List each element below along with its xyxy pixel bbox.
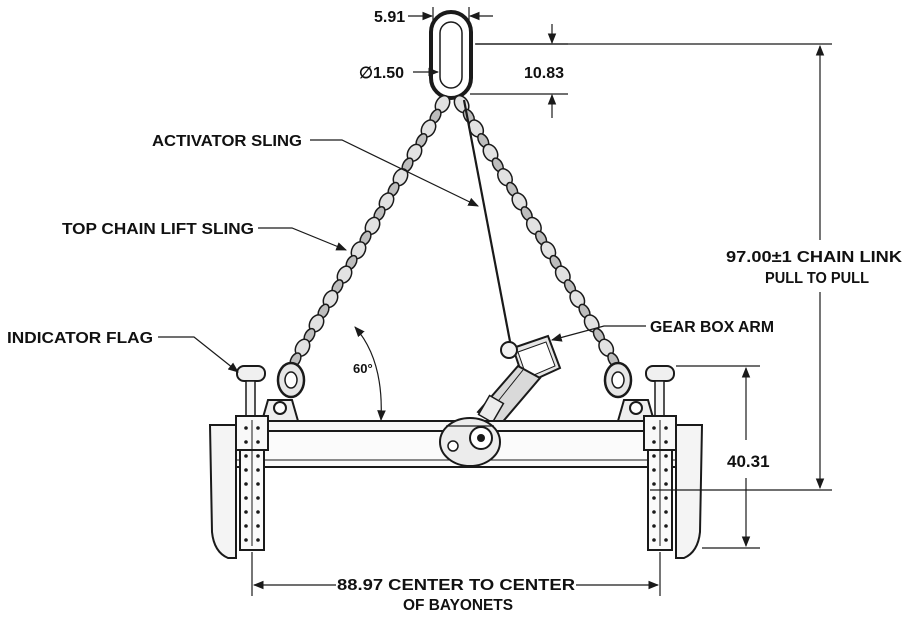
- bayonet-hole: [652, 454, 656, 458]
- top-chain-lift-sling-right: [453, 94, 620, 368]
- label-angle: 60°: [353, 361, 373, 376]
- bayonet-hole: [244, 426, 248, 430]
- bayonet-hole: [652, 440, 656, 444]
- top-chain-lift-sling-left: [289, 94, 451, 368]
- label-link-diameter: ∅1.50: [359, 65, 404, 82]
- lift-lug-left: [260, 399, 300, 422]
- bayonet-hole: [664, 440, 668, 444]
- bayonet-hole: [652, 426, 656, 430]
- bayonet-hole: [664, 524, 668, 528]
- bayonet-hole: [244, 538, 248, 542]
- bayonet-assembly-left: [208, 415, 269, 559]
- bayonet-hole: [256, 538, 260, 542]
- bayonet-assembly-right: [643, 415, 704, 559]
- bayonet-hole: [244, 454, 248, 458]
- label-link-width: 5.91: [374, 9, 405, 26]
- bayonet-hole: [664, 426, 668, 430]
- bayonet-hole: [256, 510, 260, 514]
- gear-box-arm: [476, 334, 562, 427]
- activator-sling-rope: [462, 99, 514, 353]
- bayonet-hole: [256, 426, 260, 430]
- bayonet-holes: [244, 426, 668, 542]
- bayonet-hole: [664, 454, 668, 458]
- label-sling-length-line2: PULL TO PULL: [765, 270, 869, 287]
- bayonet-hole: [652, 538, 656, 542]
- bayonet-hole: [256, 524, 260, 528]
- label-activator-sling: ACTIVATOR SLING: [152, 133, 302, 150]
- bayonet-hole: [652, 496, 656, 500]
- dim-bayonet-spacing: [251, 552, 661, 596]
- bayonet-hole: [664, 538, 668, 542]
- bayonet-hole: [664, 510, 668, 514]
- bayonet-hole: [652, 510, 656, 514]
- master-link: [429, 10, 473, 100]
- bayonet-hole: [244, 496, 248, 500]
- dim-sling-length: [476, 43, 832, 491]
- bayonet-hole: [256, 454, 260, 458]
- label-indicator-flag: INDICATOR FLAG: [7, 330, 153, 347]
- dim-angle: [354, 326, 386, 422]
- label-bayonet-height: 40.31: [727, 452, 770, 471]
- bayonet-hole: [244, 510, 248, 514]
- label-link-length: 10.83: [524, 65, 564, 82]
- label-bayonet-spacing-line2: OF BAYONETS: [403, 597, 513, 614]
- dim-link-width: [408, 7, 493, 21]
- label-gear-box-arm: GEAR BOX ARM: [650, 319, 774, 336]
- bayonet-hole: [244, 482, 248, 486]
- leader-lines: [158, 139, 646, 373]
- bayonet-hole: [256, 482, 260, 486]
- shackle-left: [276, 361, 306, 399]
- bayonet-hole: [664, 468, 668, 472]
- bayonet-hole: [256, 440, 260, 444]
- indicator-flag-left: [236, 365, 266, 422]
- bayonet-hole: [256, 496, 260, 500]
- indicator-flag-right: [645, 365, 675, 422]
- label-bayonet-spacing-line1: 88.97 CENTER TO CENTER: [337, 577, 576, 594]
- label-top-chain-lift-sling: TOP CHAIN LIFT SLING: [62, 221, 254, 238]
- bayonet-hole: [652, 524, 656, 528]
- bayonet-hole: [244, 468, 248, 472]
- bayonet-hole: [652, 468, 656, 472]
- bayonet-hole: [664, 496, 668, 500]
- shackle-right: [603, 361, 633, 399]
- bayonet-hole: [244, 524, 248, 528]
- bayonet-hole: [664, 482, 668, 486]
- gear-box: [439, 417, 501, 467]
- label-sling-length-line1: 97.00±1 CHAIN LINK: [726, 249, 902, 266]
- bayonet-hole: [244, 440, 248, 444]
- bayonet-hole: [256, 468, 260, 472]
- bayonet-hole: [652, 482, 656, 486]
- dim-bayonet-height: [676, 365, 760, 549]
